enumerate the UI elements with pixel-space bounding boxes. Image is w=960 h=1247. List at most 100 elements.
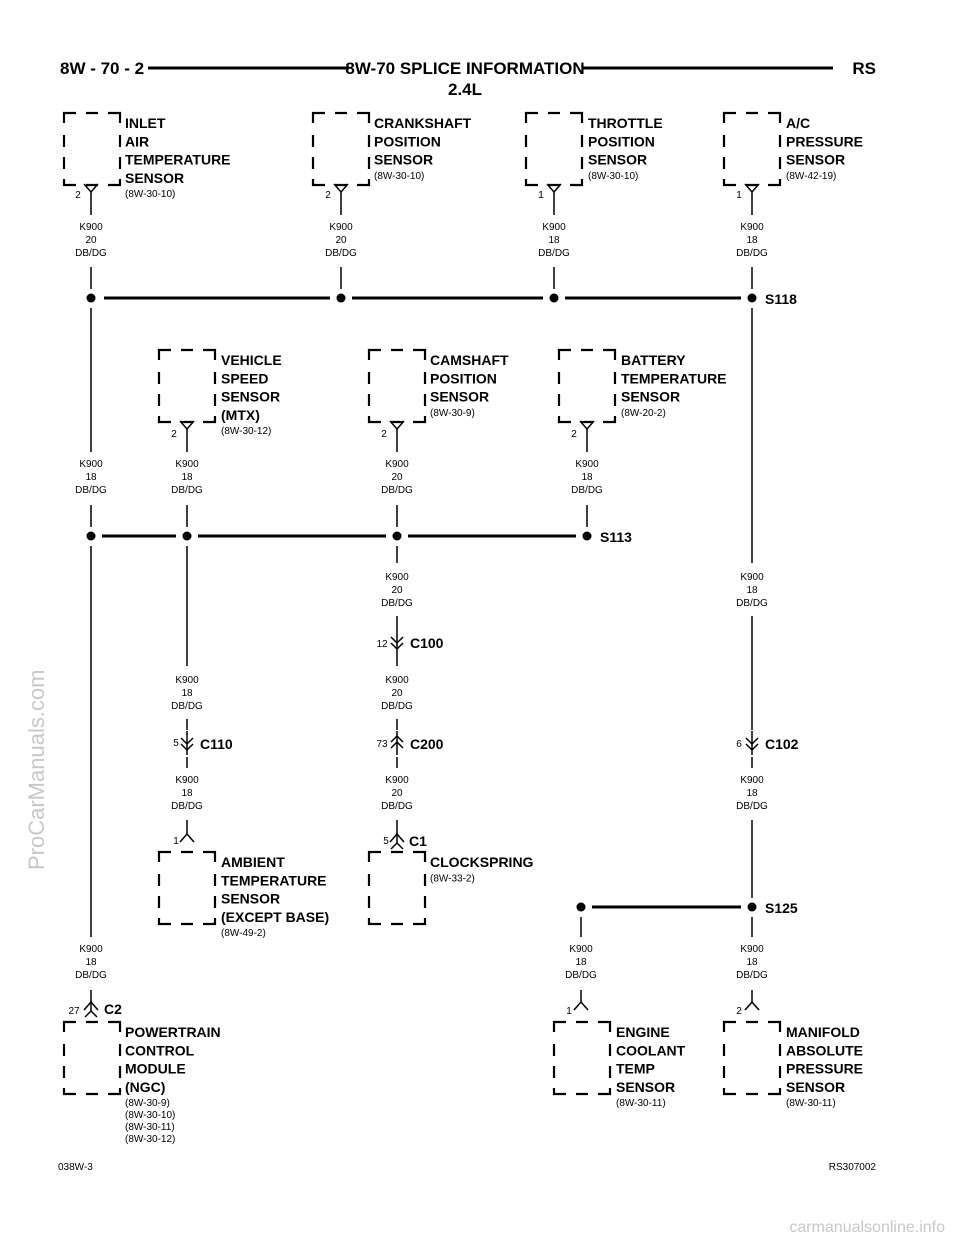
component-name-line: COOLANT bbox=[616, 1042, 686, 1058]
component-name-line: (MTX) bbox=[221, 407, 260, 423]
pin-terminal bbox=[83, 183, 99, 194]
component-reference: (8W-30-11) bbox=[125, 1122, 175, 1133]
pin-terminal bbox=[179, 420, 195, 431]
wire-label-line: DB/DG bbox=[75, 248, 107, 259]
component-name-line: SENSOR bbox=[588, 152, 647, 168]
dashed-outline bbox=[311, 111, 371, 187]
wire-label-line: DB/DG bbox=[736, 801, 768, 812]
pin-fork bbox=[389, 420, 405, 431]
connector-label: C102 bbox=[765, 736, 799, 752]
camshaft-position-sensor-box bbox=[367, 348, 427, 424]
dashed-outline bbox=[62, 1020, 122, 1096]
pin-fork bbox=[83, 183, 99, 194]
component-name-line: ABSOLUTE bbox=[786, 1042, 863, 1058]
wire-label-line: DB/DG bbox=[736, 598, 768, 609]
wire-label-line: K900 bbox=[79, 222, 103, 233]
pin-terminal bbox=[573, 1000, 589, 1011]
pin-number: 1 bbox=[173, 836, 179, 847]
splice-node bbox=[747, 902, 757, 912]
header-left: 8W - 70 - 2 bbox=[60, 59, 144, 78]
pin-number: 5 bbox=[173, 738, 179, 749]
connector-c100: C100 bbox=[390, 630, 444, 654]
dashed-outline bbox=[157, 850, 217, 926]
component-name-line: MANIFOLD bbox=[786, 1024, 860, 1040]
wire-label-line: K900 bbox=[385, 572, 409, 583]
component-name-line: MODULE bbox=[125, 1061, 186, 1077]
component-reference: (8W-20-2) bbox=[621, 408, 666, 419]
battery-temperature-sensor-box bbox=[557, 348, 617, 424]
component-name-line: A/C bbox=[786, 115, 810, 131]
component-reference: (8W-30-11) bbox=[616, 1098, 666, 1109]
component-name-line: POSITION bbox=[588, 133, 655, 149]
wire-label-line: 18 bbox=[746, 235, 758, 246]
wire-label-line: 18 bbox=[575, 957, 587, 968]
dashed-outline bbox=[157, 348, 217, 424]
wire-label-line: K900 bbox=[385, 775, 409, 786]
pin-fork bbox=[179, 420, 195, 431]
wire-label-line: K900 bbox=[569, 944, 593, 955]
crankshaft-position-sensor-box bbox=[311, 111, 371, 187]
component-name-line: SPEED bbox=[221, 370, 268, 386]
component-reference: (8W-30-12) bbox=[125, 1134, 175, 1145]
wire-label-line: DB/DG bbox=[171, 701, 203, 712]
pin-terminal bbox=[744, 1000, 760, 1011]
pin-terminal bbox=[546, 183, 562, 194]
dashed-outline bbox=[524, 111, 584, 187]
splice-node bbox=[747, 293, 757, 303]
component-name-line: SENSOR bbox=[621, 389, 680, 405]
wire-label-line: 18 bbox=[746, 957, 758, 968]
splice-node bbox=[86, 293, 96, 303]
wire-label-line: DB/DG bbox=[325, 248, 357, 259]
connector-c2: C2 bbox=[84, 1001, 122, 1018]
wire-labels: K90020DB/DGK90020DB/DGK90018DB/DGK90018D… bbox=[75, 222, 768, 981]
connector-c1: C1 bbox=[390, 833, 427, 850]
component-name-line: POWERTRAIN bbox=[125, 1024, 221, 1040]
wire-label-line: K900 bbox=[740, 944, 764, 955]
wire-label-line: DB/DG bbox=[75, 485, 107, 496]
wire-label-line: 20 bbox=[85, 235, 97, 246]
manifold-absolute-pressure-sensor-box bbox=[722, 1020, 782, 1096]
wire-label-line: 18 bbox=[85, 957, 97, 968]
component-name-line: PRESSURE bbox=[786, 133, 863, 149]
component-name-line: POSITION bbox=[374, 133, 441, 149]
component-name-line: SENSOR bbox=[786, 152, 845, 168]
component-reference: (8W-30-11) bbox=[786, 1098, 836, 1109]
wire-label-line: K900 bbox=[175, 459, 199, 470]
connector-fork bbox=[84, 1009, 98, 1018]
wire-label-line: DB/DG bbox=[381, 801, 413, 812]
dashed-outline bbox=[367, 850, 427, 926]
wire-label-line: 18 bbox=[548, 235, 560, 246]
pin-terminal bbox=[333, 183, 349, 194]
component-name-line: AIR bbox=[125, 133, 149, 149]
dashed-outline bbox=[552, 1020, 612, 1096]
vehicle-speed-sensor-box bbox=[157, 348, 217, 424]
component-name-line: TEMP bbox=[616, 1061, 655, 1077]
component-name-line: SENSOR bbox=[221, 389, 280, 405]
connector-c200: C200 bbox=[390, 731, 444, 755]
wire-label-line: K900 bbox=[175, 675, 199, 686]
wire-label-line: DB/DG bbox=[171, 801, 203, 812]
pin-number: 6 bbox=[736, 739, 742, 750]
dashed-outline bbox=[557, 348, 617, 424]
wire-label-line: 18 bbox=[181, 788, 193, 799]
pin-terminal bbox=[744, 183, 760, 194]
wire-label-line: DB/DG bbox=[565, 970, 597, 981]
component-name-line: BATTERY bbox=[621, 352, 686, 368]
connector-label: C110 bbox=[200, 736, 233, 752]
component-name-line: CONTROL bbox=[125, 1042, 195, 1058]
pin-number: 2 bbox=[75, 190, 81, 201]
dashed-outline bbox=[722, 1020, 782, 1096]
